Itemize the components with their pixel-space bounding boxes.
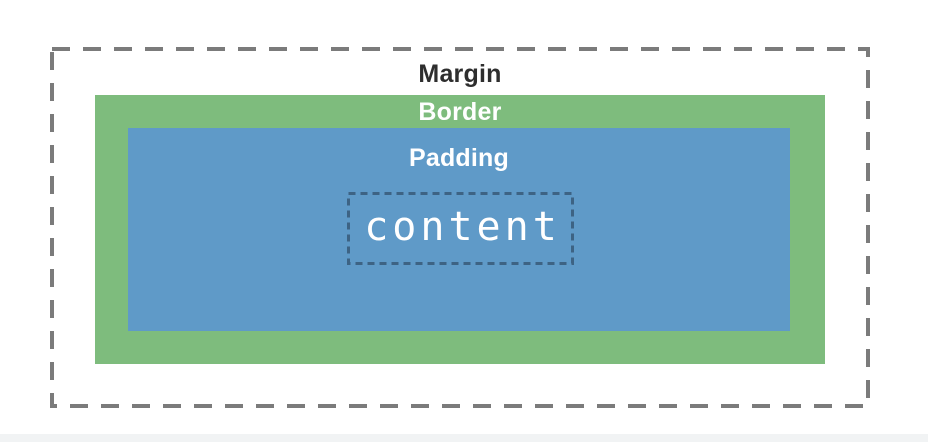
border-label: Border	[418, 98, 502, 126]
content-box: content	[347, 192, 574, 265]
margin-dashed-outline	[50, 47, 870, 408]
margin-label: Margin	[418, 60, 502, 88]
content-label: content	[364, 203, 561, 250]
border-box: Border Padding content	[95, 95, 825, 364]
content-dashed-outline	[347, 192, 574, 265]
footer-strip	[0, 434, 928, 442]
margin-outline-rect	[50, 47, 870, 408]
margin-box: Margin Border Padding content	[50, 47, 870, 408]
padding-label: Padding	[408, 144, 509, 172]
content-outline-rect	[347, 192, 574, 265]
padding-box: Padding content	[128, 128, 790, 331]
